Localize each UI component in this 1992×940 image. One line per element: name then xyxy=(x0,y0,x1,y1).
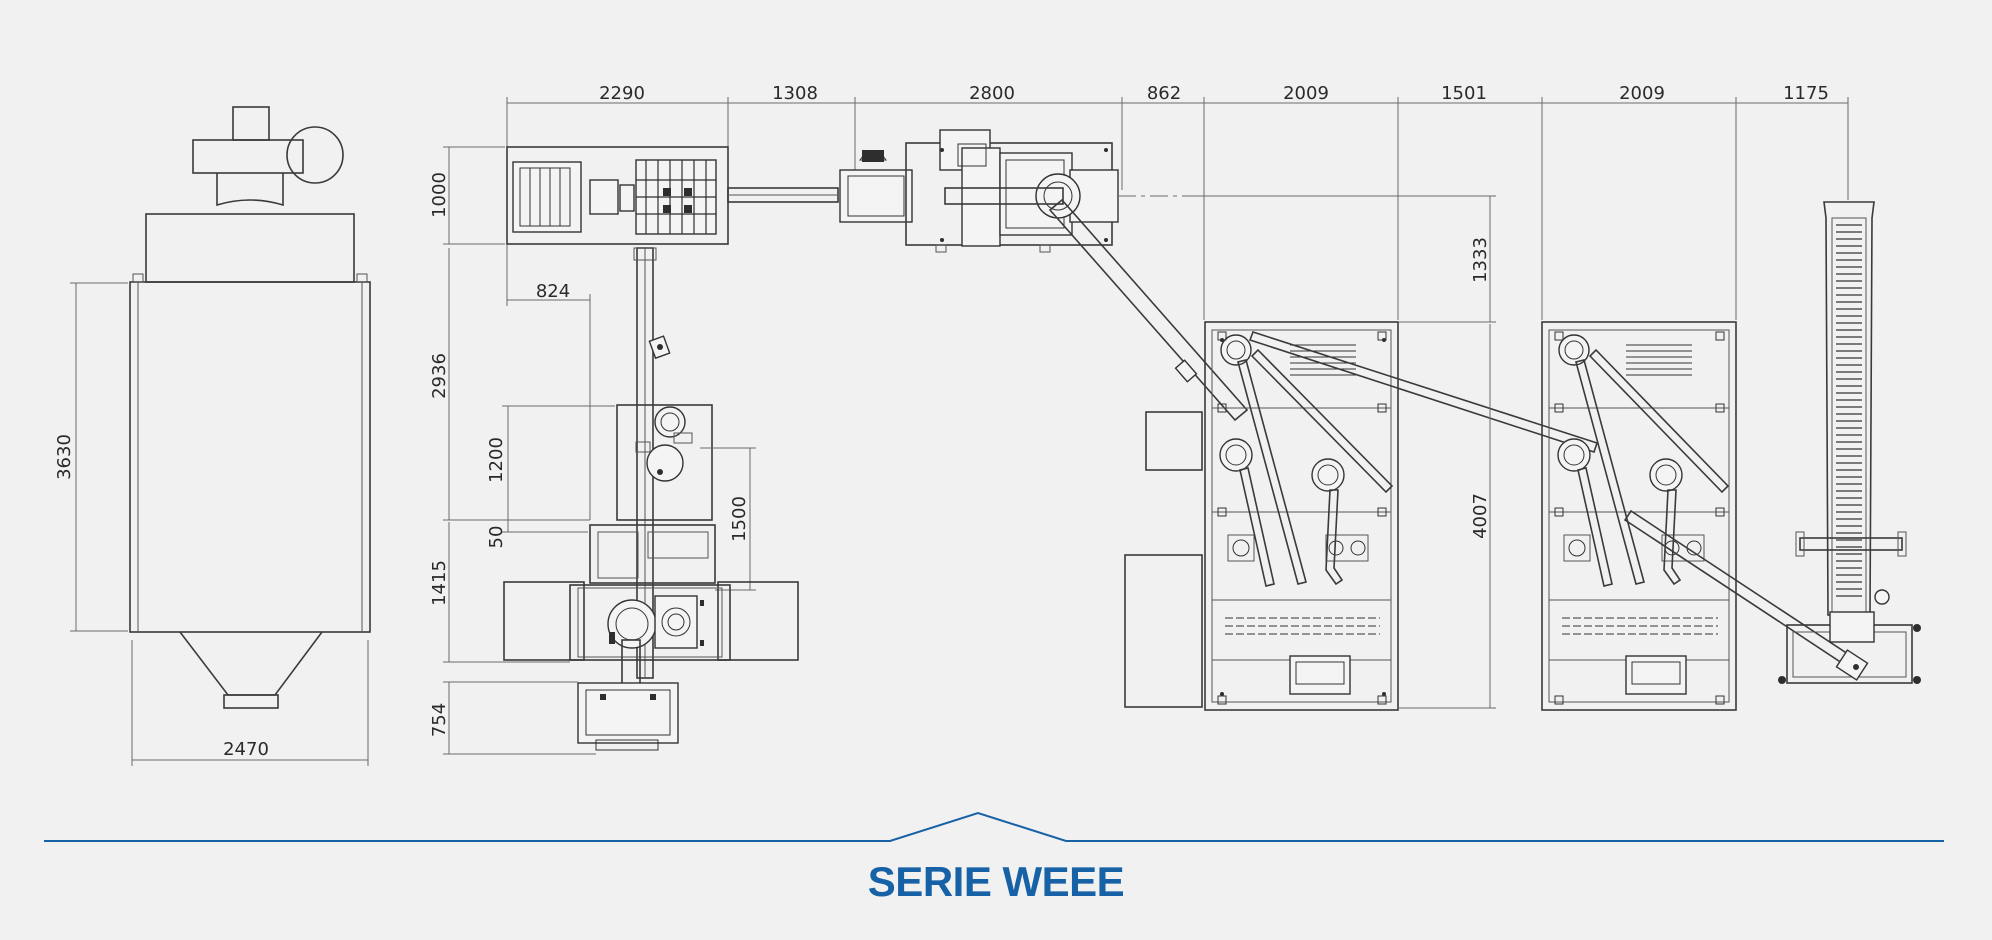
filter-box xyxy=(145,213,355,283)
shredder-module: 1000 xyxy=(429,146,729,245)
control-cabinet-1 xyxy=(1145,411,1203,471)
fan-motor xyxy=(286,126,344,184)
granulator-outlet xyxy=(1035,173,1081,219)
dim-conveyor-offset: 2936 xyxy=(429,353,450,399)
separator-frame-1 xyxy=(1204,321,1399,711)
cyclone-dimensions: 824 1200 50 1500 xyxy=(486,250,756,591)
dim-top-7: 2009 xyxy=(1619,83,1665,104)
dim-shredder-depth: 1000 xyxy=(429,172,450,218)
dim-top-5: 2009 xyxy=(1283,83,1329,104)
shredder-motor xyxy=(512,161,582,233)
dim-line-offset: 1333 xyxy=(1470,237,1491,283)
granulator-motor xyxy=(839,169,913,223)
dim-cyclone-depth: 1500 xyxy=(729,496,750,542)
fan-base xyxy=(192,139,304,174)
dim-top-6: 1501 xyxy=(1441,83,1487,104)
inclined-pipe-1 xyxy=(1048,198,1249,422)
dim-top-3: 2800 xyxy=(969,83,1015,104)
dim-fan-depth: 754 xyxy=(429,703,450,737)
sieve-unit xyxy=(503,524,799,661)
separator-line-2 xyxy=(1541,321,1853,711)
dim-line-depth: 4007 xyxy=(1470,493,1491,539)
dim-separator-section: 1415 xyxy=(429,560,450,606)
fan-neck xyxy=(216,173,284,207)
middle-column-dimensions: 2936 1415 754 xyxy=(429,248,596,755)
dim-top-8: 1175 xyxy=(1783,83,1829,104)
dim-cyclone-gap: 50 xyxy=(486,526,507,549)
dim-side-height: 3630 xyxy=(54,434,75,480)
line-dimensions: 1333 4007 xyxy=(1398,196,1496,709)
fan-housing xyxy=(232,106,270,141)
dim-side-width: 2470 xyxy=(223,739,269,760)
separator-line-1 xyxy=(1124,321,1599,711)
dim-top-4: 862 xyxy=(1147,83,1181,104)
separator-frame-2 xyxy=(1541,321,1737,711)
footer-divider xyxy=(44,811,1944,842)
outfeed-pipe xyxy=(1623,509,1853,667)
granulator-module xyxy=(839,129,1119,253)
cyclone-body xyxy=(646,444,684,482)
sieve-frame xyxy=(569,584,731,661)
cyclone-unit xyxy=(616,404,713,521)
outfeed-conveyor xyxy=(1778,201,1921,684)
series-title: SERIE WEEE xyxy=(867,858,1125,905)
silo-outlet xyxy=(223,694,279,709)
side-view-silo: 3630 2470 xyxy=(54,106,371,766)
cyclone-frame xyxy=(616,404,713,521)
dim-top-1: 2290 xyxy=(599,83,645,104)
exhaust-fan xyxy=(577,639,679,751)
silo-hopper xyxy=(179,631,323,696)
dim-cyclone-offset: 824 xyxy=(536,281,570,302)
silo-body xyxy=(129,281,371,633)
dim-top-2: 1308 xyxy=(772,83,818,104)
transfer-pipe-1 xyxy=(727,187,839,203)
cross-pipe xyxy=(1248,331,1599,454)
dim-cyclone-height: 1200 xyxy=(486,437,507,483)
control-cabinet-2 xyxy=(1124,554,1203,708)
